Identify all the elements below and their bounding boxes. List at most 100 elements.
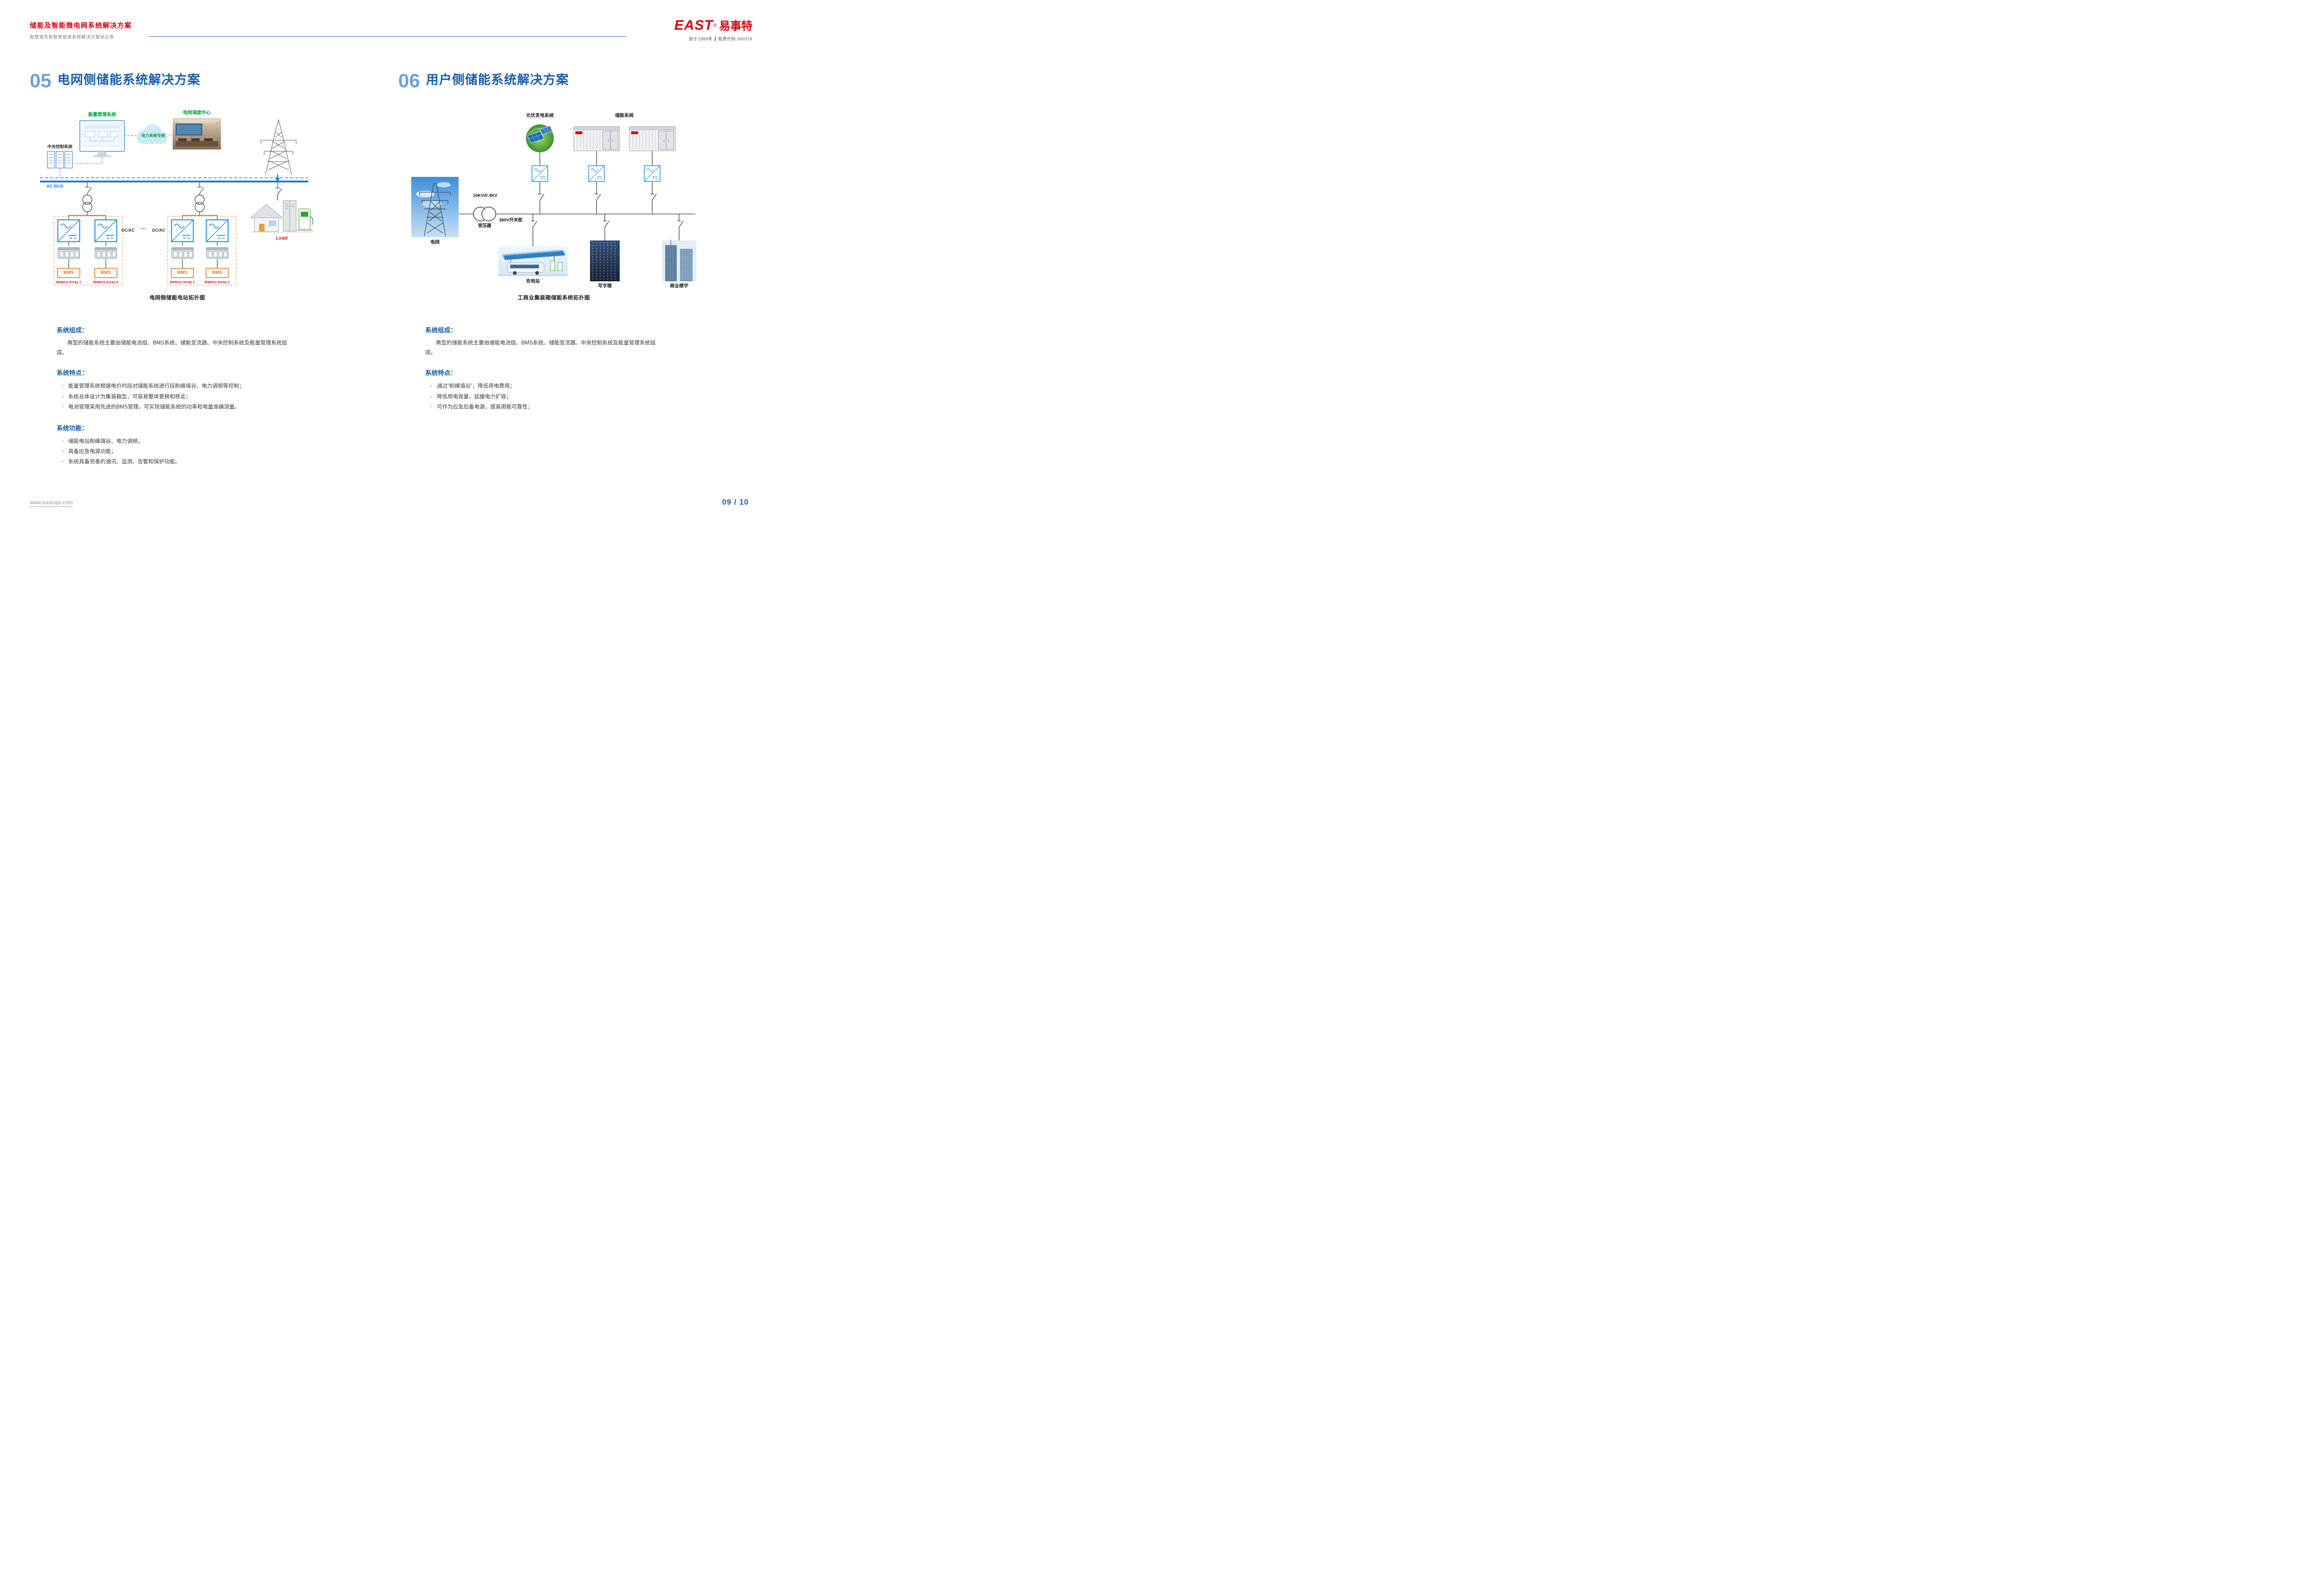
features-list: 能量管理系统根据电价时段对储能系统进行段削峰填谷、电力调频等控制； 系统总体设计… [57, 381, 292, 413]
dc-ac-converter-icon [171, 219, 194, 242]
charging-station-label: 充电站 [526, 279, 540, 284]
features-heading: 系统特点： [425, 370, 457, 377]
page-header: 储能及智能微电网系统解决方案 智慧城市和智慧能源系统解决方案供应商 EAST®易… [30, 17, 752, 48]
logo-east-text: EAST [674, 18, 713, 33]
user-side-topology-svg [411, 124, 696, 281]
document-title: 储能及智能微电网系统解决方案 [30, 22, 132, 30]
list-item: 可作为应急后备电源，提高用能可靠性； [431, 402, 661, 413]
grid-tower-image [411, 177, 459, 237]
commercial-buildings-image [662, 240, 696, 281]
dc-ac-converter-icon [57, 219, 80, 242]
logo-tagline: 始于1989年 ┃ 股票代码:300376 [689, 37, 752, 41]
monitor-icon [79, 120, 125, 157]
dc-ac-converter-icon [206, 219, 229, 242]
ev-charger-icon [297, 208, 313, 231]
registered-mark: ® [713, 23, 717, 28]
logo-row: EAST®易事特 [674, 17, 752, 33]
list-item: 降低用电容量，延缓电力扩容； [431, 392, 661, 402]
section-grid-side: 05 电网侧储能系统解决方案 [30, 70, 387, 467]
composition-body: 典型的储能系统主要由储能电池组、BMS系统、储能变流器、中央控制系统及能量管理系… [57, 340, 287, 356]
circuit-lines [459, 151, 695, 247]
section-number: 06 [398, 70, 420, 92]
battery-module-icon [171, 247, 194, 259]
charging-station-image [498, 247, 568, 276]
ac-bus-label: AC BUS [46, 184, 64, 189]
section-heading: 05 电网侧储能系统解决方案 [30, 70, 387, 92]
dispatch-center-label: 电网调度中心 [183, 110, 211, 116]
section-title: 用户侧储能系统解决方案 [426, 73, 569, 87]
bms-label: BMS [63, 270, 74, 275]
load-label: Load [276, 235, 288, 241]
inverter-icon [588, 165, 605, 182]
power-network-label: 电力系统专网 [141, 133, 165, 138]
commercial-building-label: 商业楼宇 [670, 284, 688, 289]
features-heading: 系统特点： [57, 370, 88, 377]
bms-box [171, 268, 194, 278]
user-side-topology-diagram: 光伏发电系统 储能系统 电网 10KV/0.4KV 变压器 380V开关柜 充电… [403, 105, 705, 305]
dc-ac-converter-icon [94, 219, 117, 242]
inverter-icon [532, 165, 548, 182]
battery-module-icon [58, 247, 80, 259]
composition-heading: 系统组成： [57, 327, 88, 334]
storage-cabinet-icon [283, 200, 297, 232]
battery-module-icon [206, 247, 228, 259]
feed-arrow [275, 178, 280, 182]
house-icon [250, 204, 283, 232]
dc-ac-label: DC/AC [121, 228, 135, 233]
bms-label: BMS [212, 270, 223, 275]
transformer-icon [194, 195, 205, 212]
section-heading: 06 用户侧储能系统解决方案 [398, 70, 756, 92]
logo-chinese-text: 易事特 [719, 20, 752, 32]
brochure-page: 储能及智能微电网系统解决方案 智慧城市和智慧能源系统解决方案供应商 EAST®易… [0, 0, 778, 532]
pv-label: 光伏发电系统 [526, 113, 554, 118]
battery-module-icon [95, 247, 117, 259]
page-number: 09 / 10 [722, 498, 749, 506]
list-item: 通过“削峰填谷”，降低用电费用； [431, 381, 661, 392]
section-title: 电网侧储能系统解决方案 [57, 73, 201, 87]
ess-label: 储能系统 [615, 113, 634, 118]
transformer-label: 变压器 [478, 223, 492, 228]
ems-label: 能量管理系统 [88, 112, 116, 117]
transformer-icon [82, 195, 92, 212]
functions-list: 储能电站削峰填谷、电力调频； 具备应急电源功能； 系统具备完善的通讯、监测、告警… [57, 436, 292, 468]
document-subtitle: 智慧城市和智慧能源系统解决方案供应商 [30, 35, 114, 40]
header-divider [149, 36, 626, 37]
office-building-image [590, 236, 620, 281]
control-room-image [173, 118, 221, 149]
bms-box [206, 268, 229, 278]
composition-heading: 系统组成： [425, 327, 457, 334]
bms-box [57, 268, 80, 278]
section-user-side: 06 用户侧储能系统解决方案 [398, 70, 756, 413]
battery-array-label: Battery Array 1 [170, 280, 195, 284]
company-logo: EAST®易事特 始于1989年 ┃ 股票代码:300376 [674, 17, 752, 42]
voltage-label: 10KV/0.4KV [473, 193, 498, 198]
list-item: 具备应急电源功能； [62, 447, 292, 457]
cloud-icon [137, 124, 168, 144]
office-building-label: 写字楼 [598, 284, 612, 289]
list-item: 储能电站削峰填谷、电力调频； [62, 436, 292, 447]
ellipsis-label: ··· [141, 225, 146, 232]
storage-container-icon [629, 126, 676, 151]
grid-side-topology-svg [40, 118, 313, 285]
battery-array-label: Battery Array 1 [56, 280, 81, 284]
central-control-label: 中央控制系统 [47, 144, 72, 149]
load-branch-line [275, 182, 282, 201]
section-number: 05 [30, 70, 52, 92]
dc-ac-label: DC/AC [152, 228, 166, 233]
bms-label: BMS [177, 270, 188, 275]
battery-array-label: Battery Array n [93, 280, 118, 284]
list-item: 能量管理系统根据电价时段对储能系统进行段削峰填谷、电力调频等控制； [62, 381, 292, 392]
list-item: 系统总体设计为集装箱型，可容易整体更换和移走； [62, 392, 292, 402]
transformer-icon [473, 207, 496, 221]
server-rack-icon [47, 151, 73, 169]
storage-branch-2 [182, 182, 218, 268]
grid-side-topology-diagram: 能量管理系统 电网调度中心 电力系统专网 中央控制系统 AC BUS DC/AC… [33, 105, 321, 305]
switchgear-label: 380V开关柜 [499, 218, 523, 223]
transmission-tower-icon [260, 118, 297, 175]
diagram-caption: 工商业集装箱储能系统拓扑图 [518, 295, 590, 301]
functions-heading: 系统功能： [57, 424, 88, 432]
website-link[interactable]: www.eastups.com [30, 500, 73, 507]
battery-group-outline [167, 216, 237, 285]
list-item: 系统具备完善的通讯、监测、告警和保护功能。 [62, 457, 292, 467]
diagram-caption: 电网侧储能电站拓扑图 [149, 295, 205, 301]
